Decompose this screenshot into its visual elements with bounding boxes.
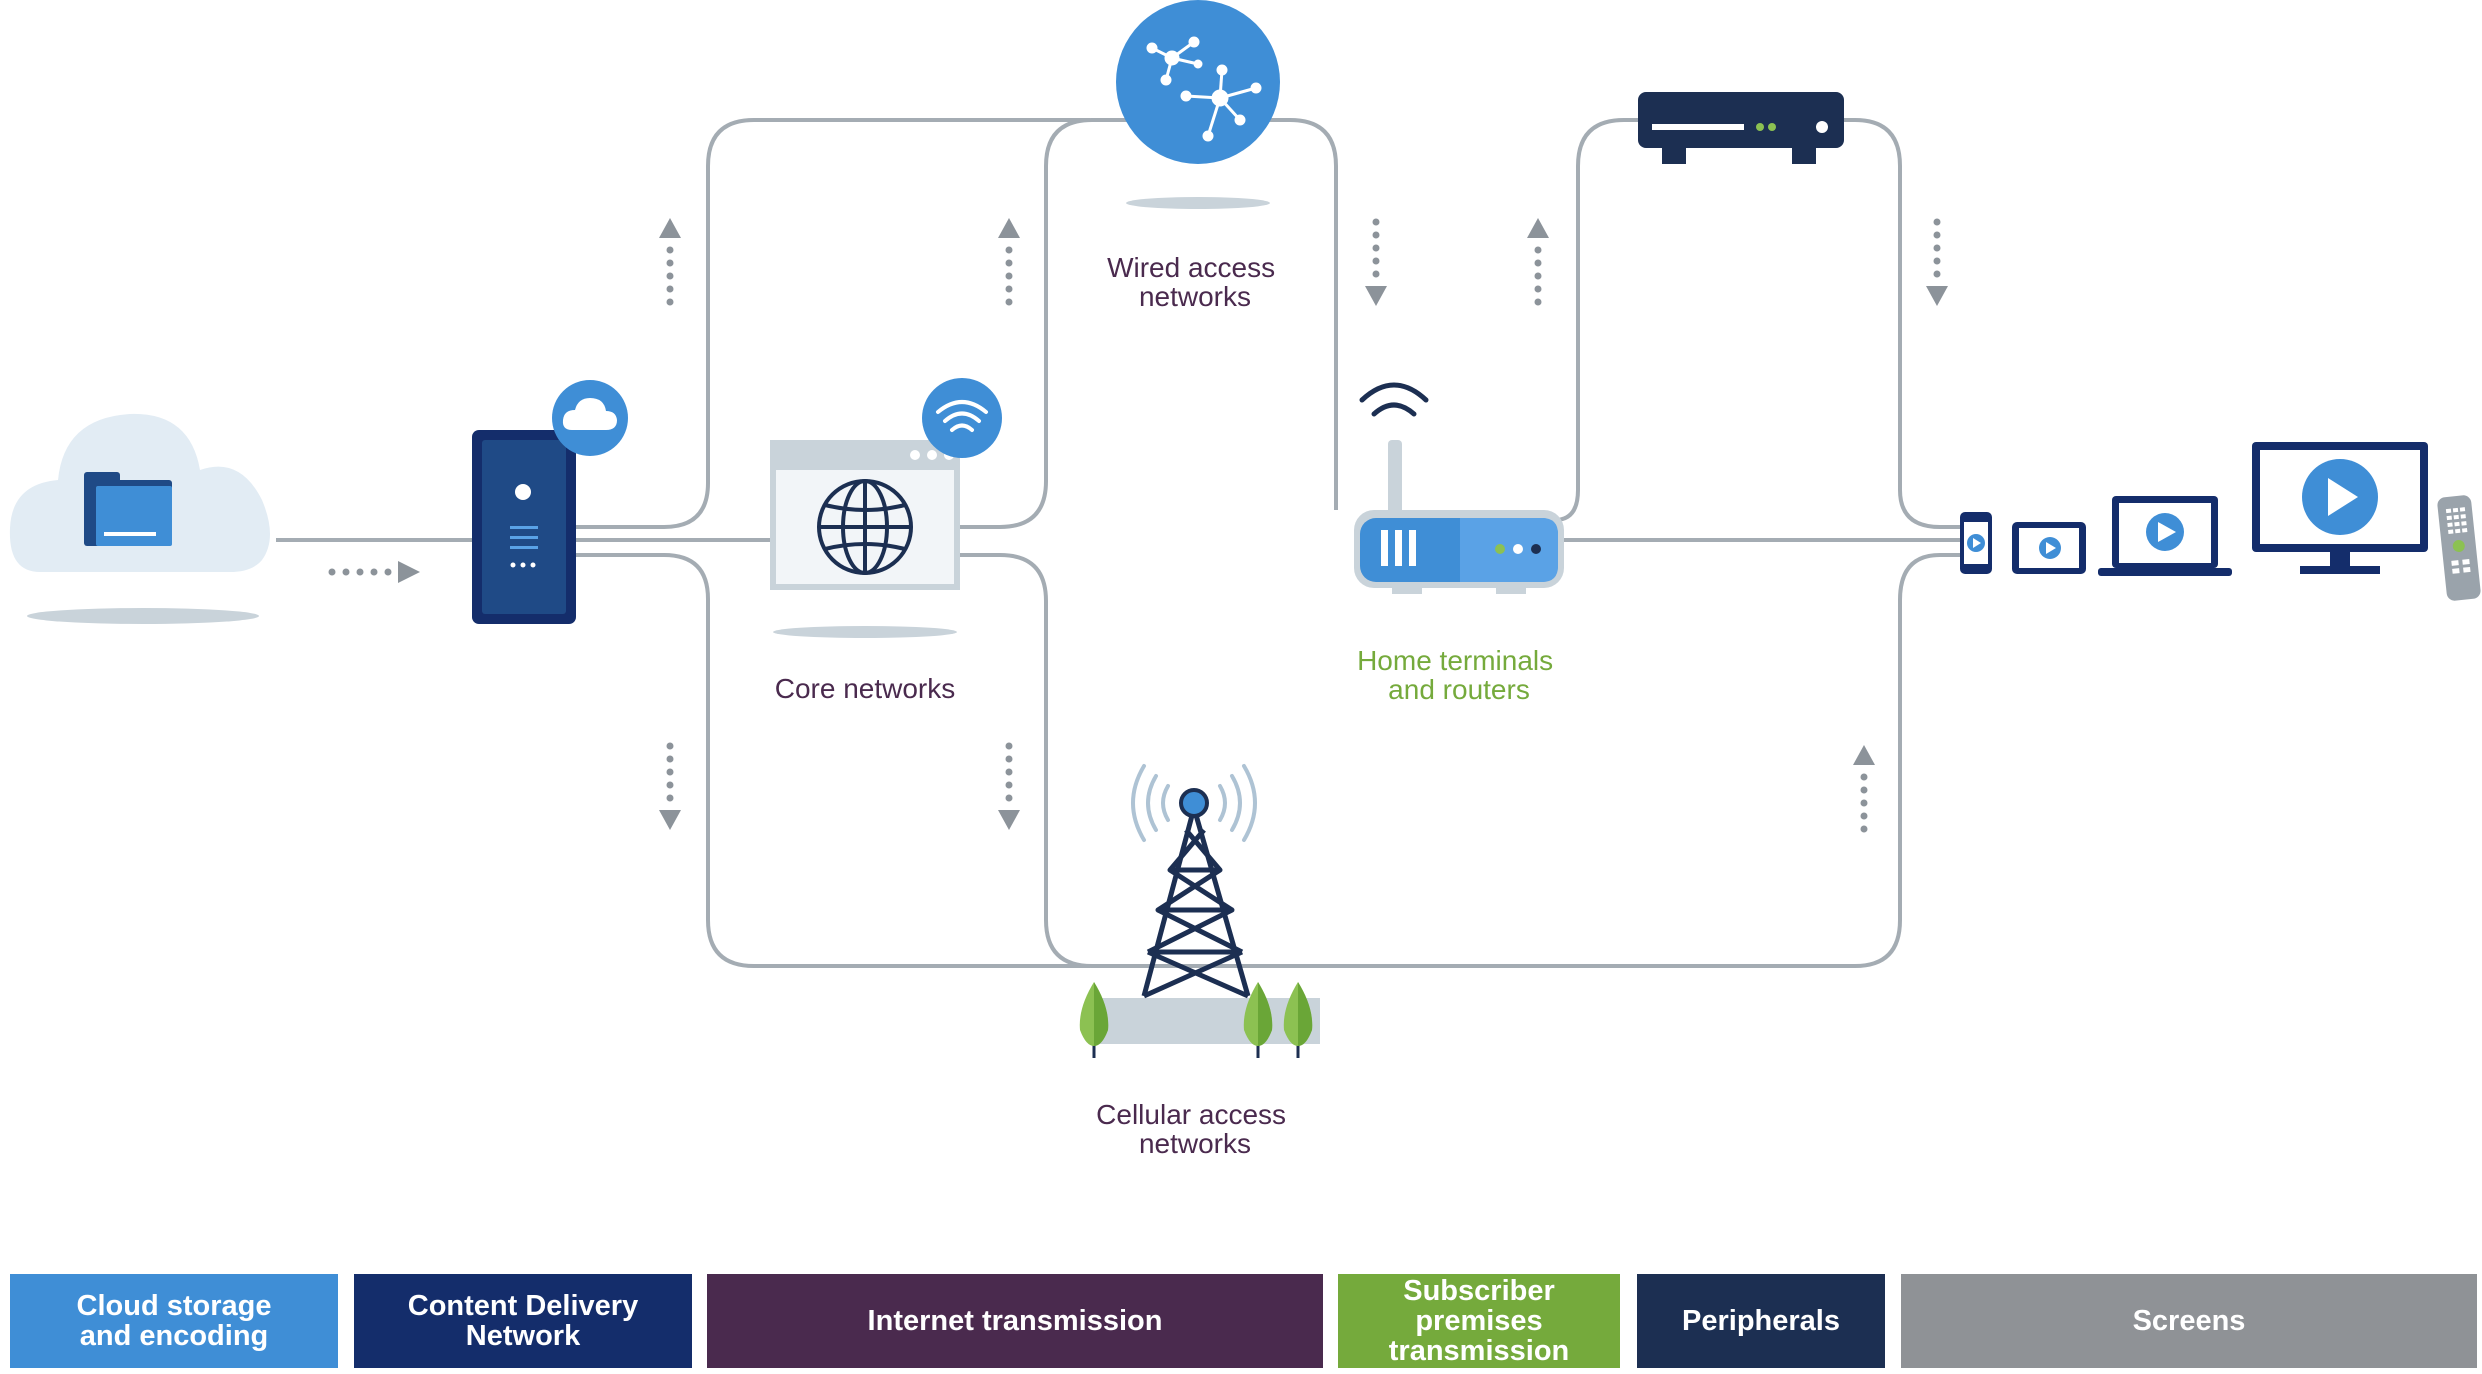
category-internet-transmission: Internet transmission <box>707 1274 1323 1368</box>
category-label: Subscriber premises transmission <box>1388 1275 1570 1367</box>
cloud-storage-icon <box>9 413 270 624</box>
arrow-down-icon <box>998 742 1020 830</box>
globe-icon <box>817 479 913 575</box>
category-label: Screens <box>2132 1305 2246 1337</box>
cdn-server-icon <box>472 430 576 624</box>
category-label: Internet transmission <box>867 1305 1163 1337</box>
wired-network-icon <box>1116 0 1280 209</box>
core-network-icon <box>770 440 960 638</box>
arrow-up-icon <box>998 218 1020 306</box>
category-screens: Screens <box>1901 1274 2477 1368</box>
tree-icon <box>1079 982 1109 1058</box>
smartphone-icon <box>1960 512 1992 574</box>
category-label: Content Delivery Network <box>407 1290 639 1352</box>
arrow-down-icon <box>1926 218 1948 306</box>
set-top-box-icon <box>1638 92 1844 164</box>
tablet-icon <box>2012 522 2086 574</box>
arrow-up-icon <box>659 218 681 306</box>
cloud-badge-icon <box>552 380 628 456</box>
tree-icon <box>1243 982 1273 1058</box>
connection-lines <box>276 118 1960 968</box>
arrow-down-icon <box>1365 218 1387 306</box>
arrow-up-icon <box>1527 218 1549 306</box>
home-router-icon <box>1354 382 1564 594</box>
cellular-network-label: Cellular access networks <box>1096 1099 1294 1159</box>
category-cloud-storage: Cloud storage and encoding <box>10 1274 338 1368</box>
category-peripherals: Peripherals <box>1637 1274 1885 1368</box>
category-subscriber-premises: Subscriber premises transmission <box>1338 1274 1620 1368</box>
category-label: Cloud storage and encoding <box>76 1290 272 1352</box>
cellular-tower-icon <box>1079 764 1320 1058</box>
arrow-up-icon <box>1853 745 1875 833</box>
home-router-label: Home terminals and routers <box>1357 645 1561 705</box>
core-network-label: Core networks <box>775 673 956 704</box>
laptop-icon <box>2098 496 2232 576</box>
direction-arrows <box>328 218 1948 833</box>
monitor-icon <box>2252 442 2428 574</box>
category-cdn: Content Delivery Network <box>354 1274 692 1368</box>
remote-control-icon <box>2437 495 2481 601</box>
tree-icon <box>1283 982 1313 1058</box>
arrow-down-icon <box>659 742 681 830</box>
wired-network-label: Wired access networks <box>1107 252 1283 312</box>
wifi-badge-icon <box>922 378 1002 458</box>
arrow-right-icon <box>328 561 420 583</box>
category-label: Peripherals <box>1682 1305 1840 1337</box>
